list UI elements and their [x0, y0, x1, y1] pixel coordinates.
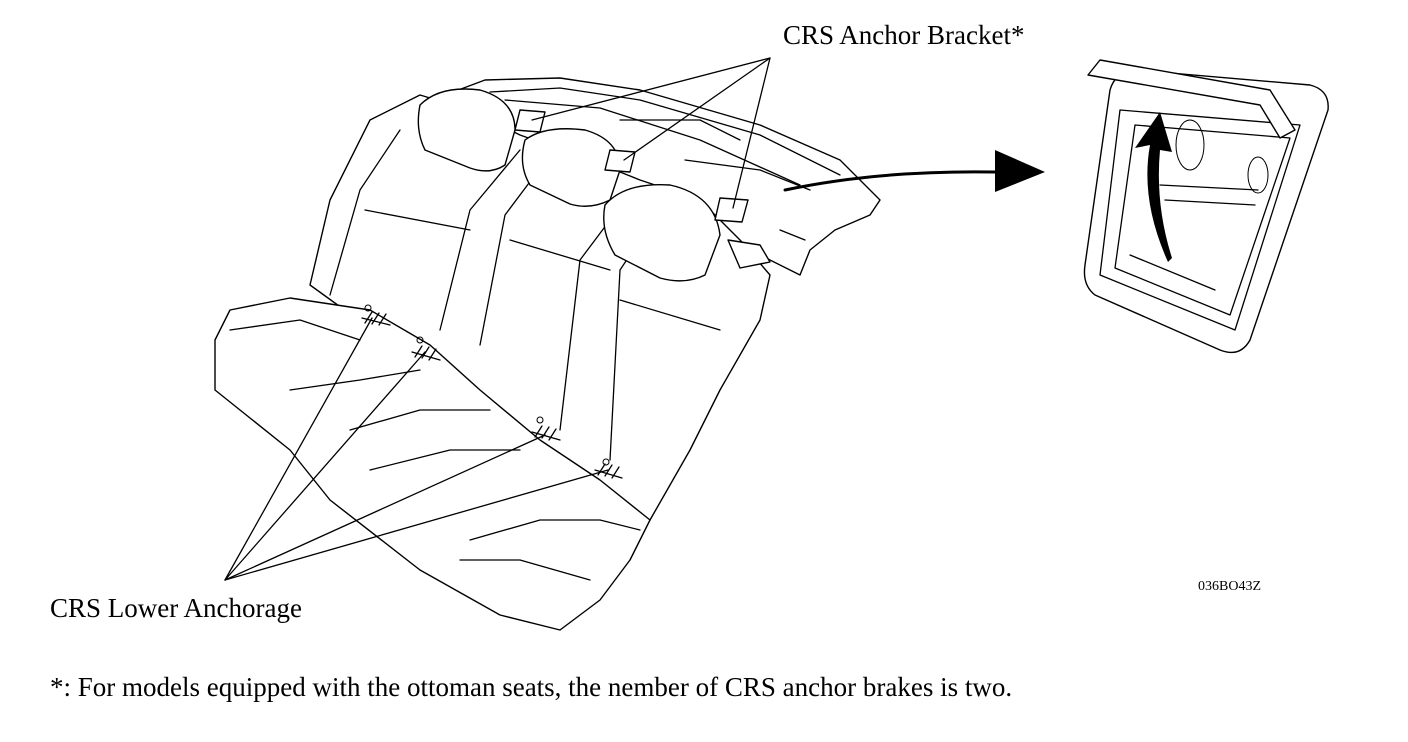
headrests	[417, 88, 721, 282]
arrow-right-icon	[783, 150, 1045, 192]
figure-code: 036BO43Z	[1198, 579, 1261, 594]
anchor-bracket-detail	[1083, 59, 1329, 354]
bracket-leader-lines	[531, 57, 771, 209]
parcel-shelf	[444, 77, 881, 276]
curved-arrow-up-icon	[1135, 112, 1172, 262]
footnote: *: For models equipped with the ottoman …	[50, 672, 1013, 702]
anchor-brackets	[514, 109, 771, 269]
anchor-bracket-label: CRS Anchor Bracket*	[783, 20, 1025, 50]
lower-anchorage-label: CRS Lower Anchorage	[50, 593, 302, 623]
lower-anchorages	[361, 304, 623, 479]
lower-leader-lines	[224, 317, 609, 581]
